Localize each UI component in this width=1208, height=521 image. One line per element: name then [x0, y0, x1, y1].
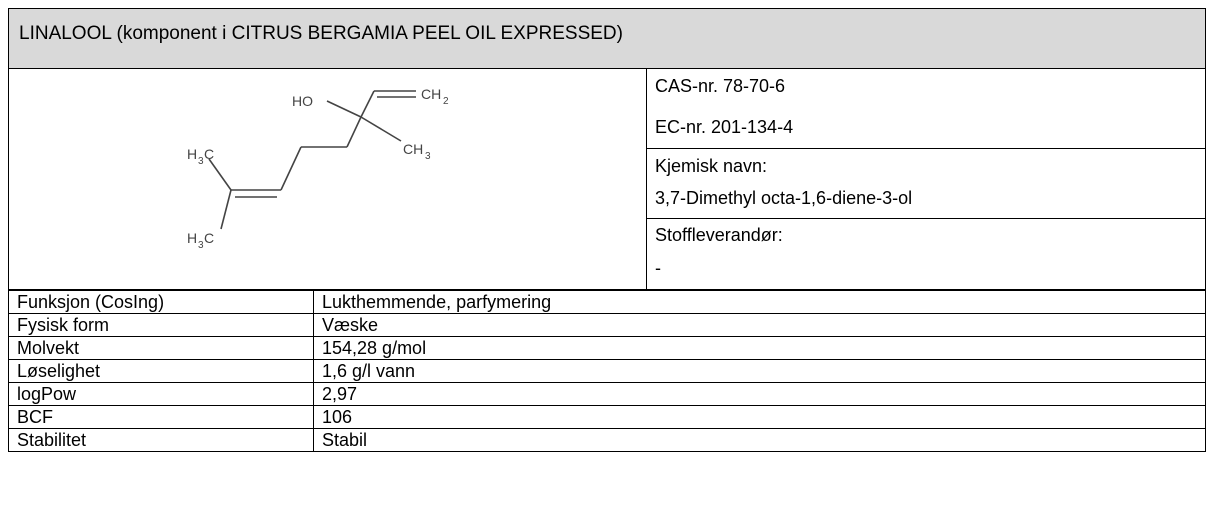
structural-formula: HO CH 2 CH 3 H 3 C H 3 C — [9, 69, 647, 289]
methyl-top-label-sub: 3 — [198, 156, 204, 167]
property-name: logPow — [8, 382, 314, 406]
property-name: BCF — [8, 405, 314, 429]
property-value: 106 — [313, 405, 1206, 429]
supplier-label: Stoffleverandør: — [655, 225, 783, 245]
property-name: Stabilitet — [8, 428, 314, 452]
supplier-value: - — [655, 258, 661, 278]
table-row: Funksjon (CosIng) Lukthemmende, parfymer… — [8, 290, 1206, 314]
substance-identity-block: HO CH 2 CH 3 H 3 C H 3 C CAS-nr. 78-70-6… — [8, 69, 1206, 290]
bond-lines — [208, 90, 416, 230]
methyl-top-label-h: H — [187, 146, 197, 162]
identifiers-panel: CAS-nr. 78-70-6 EC-nr. 201-134-4 Kjemisk… — [647, 69, 1205, 289]
linalool-structure-drawing: HO CH 2 CH 3 H 3 C H 3 C — [187, 86, 449, 251]
methylene-label-main: CH — [421, 86, 441, 102]
substance-title-bar: LINALOOL (komponent i CITRUS BERGAMIA PE… — [8, 8, 1206, 69]
table-row: BCF 106 — [8, 405, 1206, 429]
table-row: Molvekt 154,28 g/mol — [8, 336, 1206, 360]
property-value: Lukthemmende, parfymering — [313, 290, 1206, 314]
properties-table: Funksjon (CosIng) Lukthemmende, parfymer… — [8, 290, 1206, 452]
methyl-bottom-label-sub: 3 — [198, 240, 204, 251]
property-value: Væske — [313, 313, 1206, 337]
property-value: 1,6 g/l vann — [313, 359, 1206, 383]
property-name: Funksjon (CosIng) — [8, 290, 314, 314]
methyl-c3-label-sub: 3 — [425, 151, 431, 162]
chemical-name: 3,7-Dimethyl octa-1,6-diene-3-ol — [655, 188, 913, 208]
substance-title: LINALOOL (komponent i CITRUS BERGAMIA PE… — [19, 23, 623, 44]
property-value: Stabil — [313, 428, 1206, 452]
property-value: 2,97 — [313, 382, 1206, 406]
methyl-bottom-label-c: C — [204, 230, 214, 246]
chemical-name-label: Kjemisk navn: — [655, 156, 768, 176]
cas-number: CAS-nr. 78-70-6 — [655, 76, 786, 96]
methyl-bottom-label-h: H — [187, 230, 197, 246]
property-name: Molvekt — [8, 336, 314, 360]
property-value: 154,28 g/mol — [313, 336, 1206, 360]
ec-number: EC-nr. 201-134-4 — [655, 117, 794, 137]
divider — [647, 148, 1205, 149]
table-row: logPow 2,97 — [8, 382, 1206, 406]
table-row: Fysisk form Væske — [8, 313, 1206, 337]
hydroxyl-label: HO — [292, 93, 313, 109]
methylene-label-sub: 2 — [443, 96, 449, 107]
divider — [647, 218, 1205, 219]
methyl-c3-label-main: CH — [403, 141, 423, 157]
property-name: Fysisk form — [8, 313, 314, 337]
methyl-top-label-c: C — [204, 146, 214, 162]
table-row: Stabilitet Stabil — [8, 428, 1206, 452]
property-name: Løselighet — [8, 359, 314, 383]
table-row: Løselighet 1,6 g/l vann — [8, 359, 1206, 383]
